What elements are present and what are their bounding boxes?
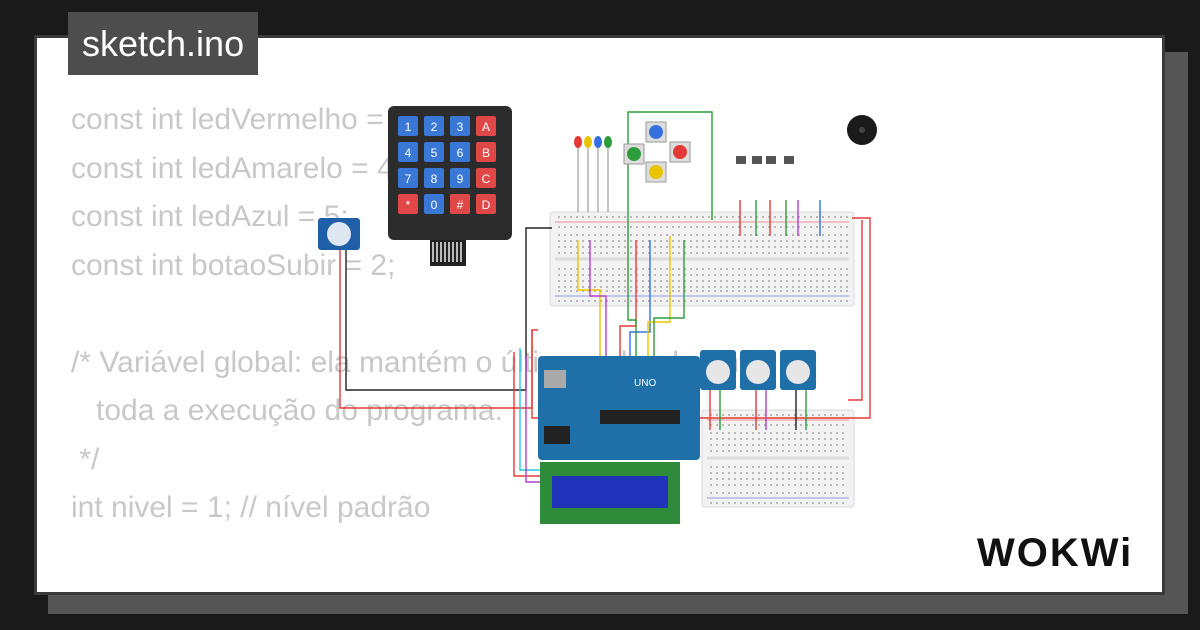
keypad-key-label: 7	[405, 172, 412, 186]
code-line: toda a execução do programa.	[71, 394, 503, 427]
keypad-key-label: 6	[457, 146, 464, 160]
pir-sensor	[318, 218, 360, 250]
code-line: */	[71, 442, 100, 476]
keypad-key-label: 0	[431, 198, 438, 212]
code-line: const int botaoSubir = 2;	[71, 248, 396, 282]
keypad-key-label: #	[457, 198, 464, 212]
keypad-key	[398, 194, 418, 214]
keypad: 1 2 3 A 4 5 6 B 7 8 9 C * 0 # D	[388, 106, 512, 266]
breadboard-bottom	[701, 409, 855, 508]
keypad-key-label: D	[482, 198, 491, 212]
slide-switches	[736, 156, 794, 164]
keypad-key-label: 3	[457, 120, 464, 134]
keypad-key	[476, 142, 496, 162]
led-group	[574, 136, 612, 212]
keypad-key-label: 9	[457, 172, 464, 186]
code-preview: const int ledVermelho = 3; const int ledA…	[71, 96, 764, 592]
circuit-diagram: 1 2 3 A 4 5 6 B 7 8 9 C * 0 # D UNO	[318, 106, 877, 524]
keypad-key	[476, 194, 496, 214]
keypad-key-label: 2	[431, 120, 438, 134]
lcd-display	[540, 462, 680, 524]
code-line: void setup() {	[71, 581, 764, 592]
keypad-pin	[436, 242, 438, 262]
keypad-key-label: 4	[405, 146, 412, 160]
buzzer	[847, 115, 877, 145]
keypad-key-label: A	[482, 120, 490, 134]
breadboard-holes	[558, 216, 848, 504]
keypad-key-label: C	[482, 172, 491, 186]
push-buttons	[623, 121, 691, 183]
keypad-pin	[432, 242, 434, 262]
keypad-pin	[460, 242, 462, 262]
code-line	[71, 533, 764, 582]
keypad-pin	[444, 242, 446, 262]
keypad-key	[450, 116, 470, 136]
keypad-key	[450, 142, 470, 162]
keypad-key	[398, 116, 418, 136]
keypad-key	[424, 116, 444, 136]
keypad-key-label: 1	[405, 120, 412, 134]
potentiometers	[700, 350, 816, 390]
keypad-key	[450, 194, 470, 214]
keypad-key	[476, 168, 496, 188]
code-line: const int ledVermelho = 3;	[71, 103, 418, 136]
arduino-uno: UNO	[538, 356, 700, 460]
keypad-pin	[456, 242, 458, 262]
keypad-pin	[448, 242, 450, 262]
project-filename: sketch.ino	[68, 12, 259, 75]
keypad-key	[398, 168, 418, 188]
keypad-key-label: *	[406, 198, 411, 212]
keypad-pin	[452, 242, 454, 262]
keypad-key	[424, 142, 444, 162]
keypad-key	[424, 194, 444, 214]
keypad-key-label: 5	[431, 146, 438, 160]
code-line: const int ledAmarelo = 4;	[71, 151, 403, 185]
code-line: const int ledAzul = 5;	[71, 200, 349, 233]
keypad-key	[424, 168, 444, 188]
keypad-key-label: 8	[431, 172, 438, 186]
keypad-key-label: B	[482, 146, 490, 160]
svg-text:WOKWi: WOKWi	[977, 531, 1133, 575]
keypad-key	[450, 168, 470, 188]
arduino-label: UNO	[634, 378, 656, 389]
keypad-key	[476, 116, 496, 136]
keypad-pin	[440, 242, 442, 262]
keypad-key	[398, 142, 418, 162]
code-line: int nivel = 1; // nível padrão	[71, 491, 431, 524]
wokwi-logo: WOKWi	[977, 531, 1133, 575]
